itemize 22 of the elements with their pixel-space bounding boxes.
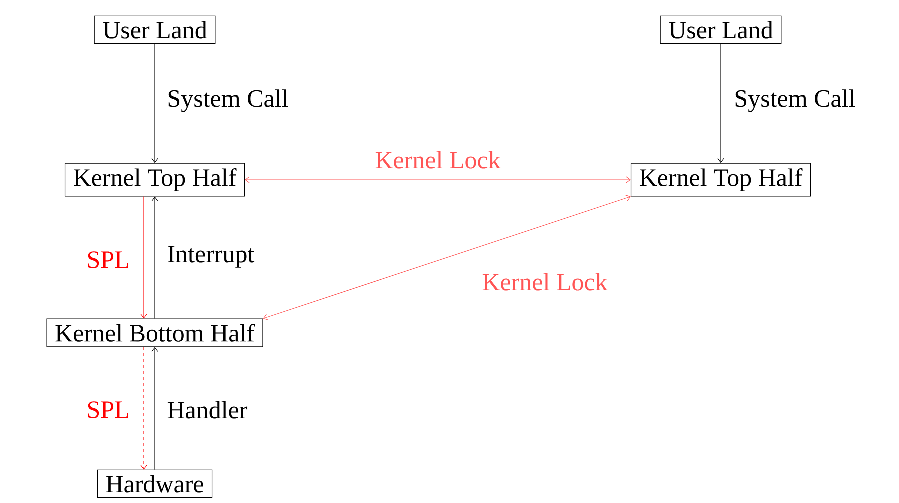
arrow — [140, 196, 148, 319]
arrow — [718, 44, 724, 164]
edge-label: Interrupt — [168, 246, 255, 268]
arrow — [152, 196, 158, 320]
edge-label: Kernel Lock — [376, 151, 501, 169]
arrow — [140, 346, 148, 470]
process-box: Kernel Top Half — [64, 163, 246, 197]
edge-label: SPL — [88, 252, 128, 268]
process-box: User Land — [660, 16, 782, 44]
edge-label: System Call — [736, 90, 856, 112]
process-box: Hardware — [97, 470, 213, 498]
edge-label: SPL — [88, 402, 128, 418]
process-box: Kernel Top Half — [630, 163, 812, 197]
process-box: Kernel Bottom Half — [46, 318, 264, 348]
process-box: User Land — [94, 16, 216, 44]
edge-label: System Call — [168, 90, 288, 112]
arrow — [152, 347, 158, 470]
edge-label: Kernel Lock — [482, 273, 608, 291]
edge-label: Handler — [168, 401, 248, 419]
arrow — [152, 44, 158, 164]
arrow — [245, 176, 631, 184]
arrow — [263, 195, 631, 320]
